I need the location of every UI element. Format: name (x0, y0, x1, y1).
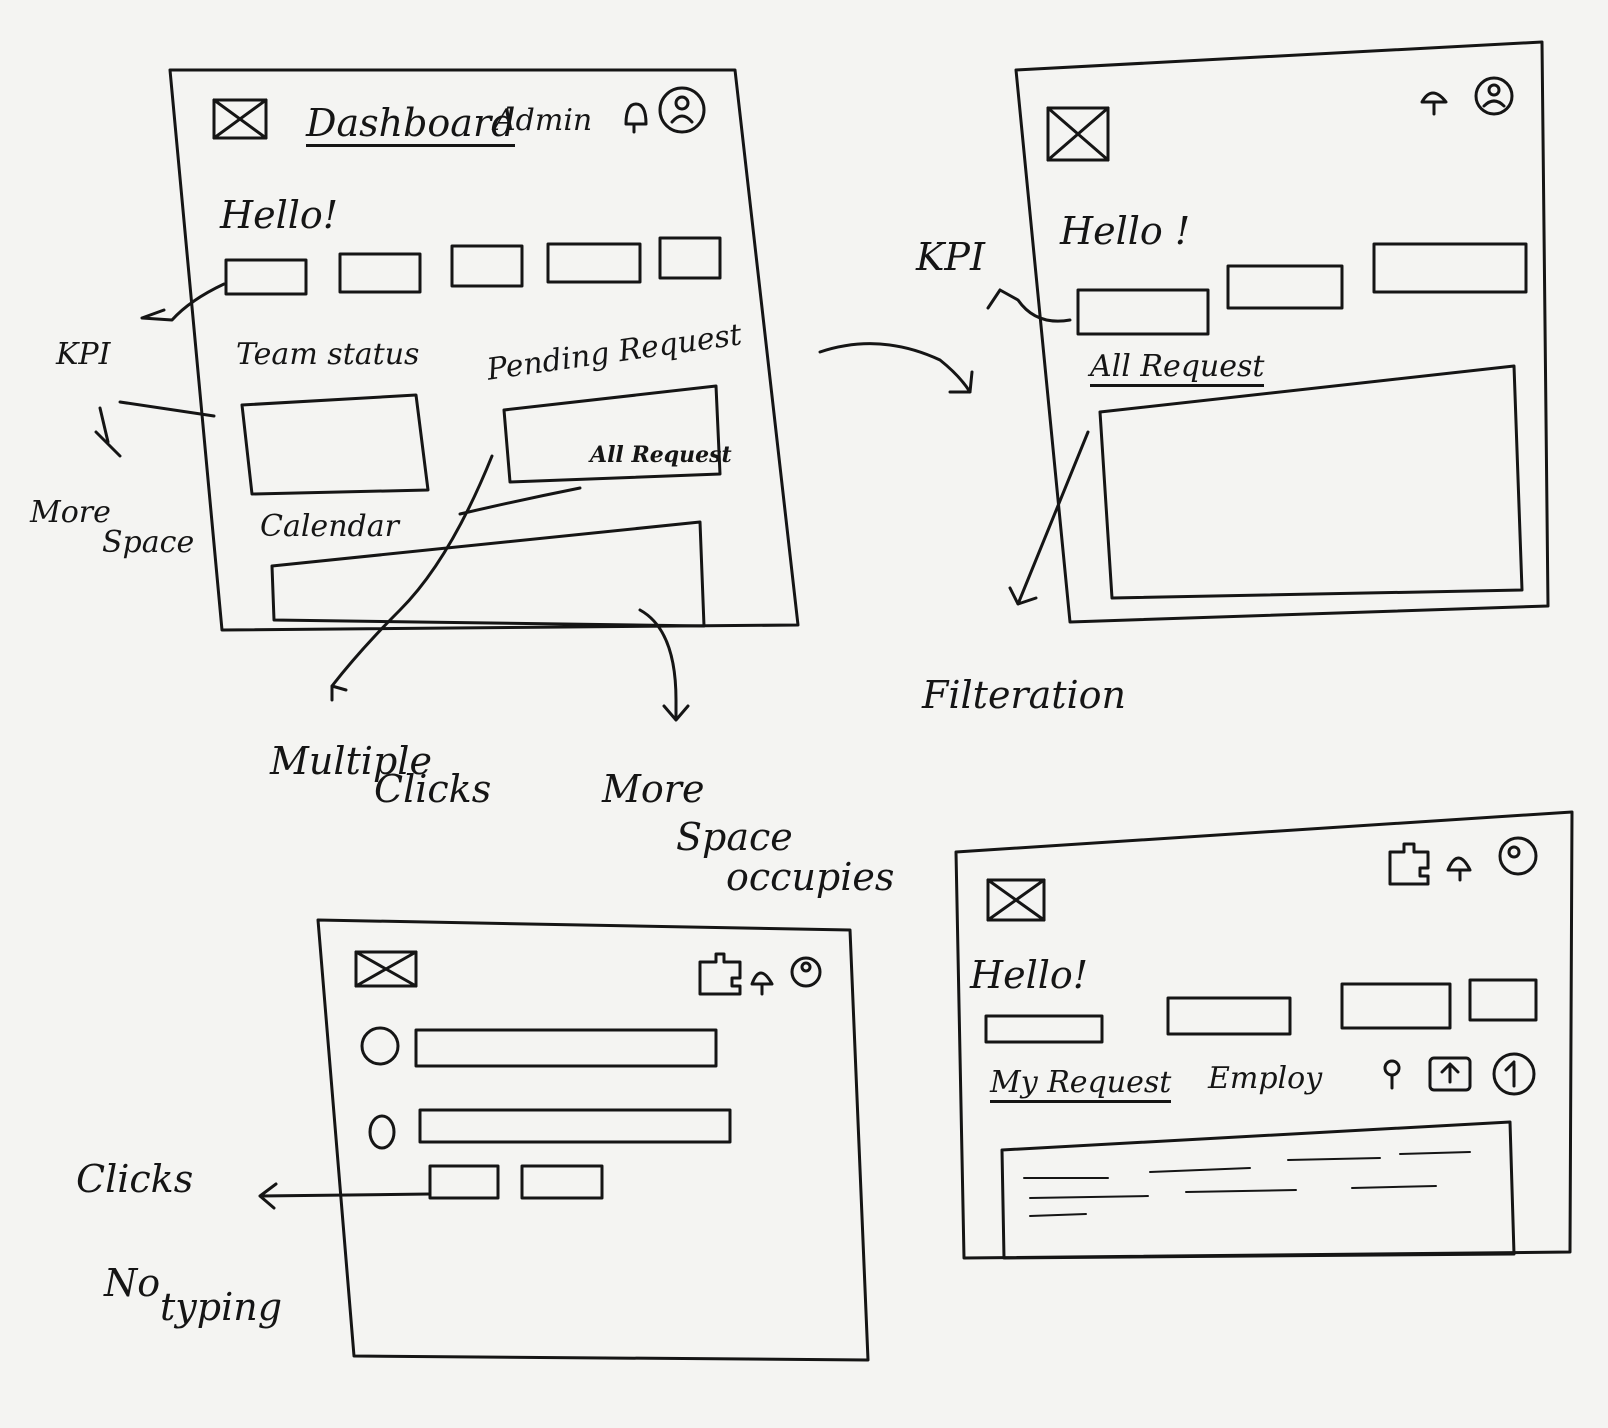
team-status-box (240, 393, 430, 496)
greeting: Hello! (220, 193, 339, 237)
add-icon (1492, 1052, 1536, 1096)
sketch-4-employee-view (954, 810, 1574, 1260)
puzzle-icon (1388, 842, 1430, 886)
all-request-tab: All Request (1090, 352, 1265, 387)
note-kpi: KPI (56, 337, 111, 372)
note-more-space-occupies: occupies (726, 855, 895, 899)
sketch-2-annotation-arrows (986, 288, 1090, 606)
sketch-3-frame (316, 918, 870, 1362)
sketch-1-annotation-arrows (94, 282, 690, 722)
greeting: Hello ! (1060, 209, 1191, 253)
kpi-card (1226, 264, 1344, 310)
note-multiple-clicks: Multiple (270, 739, 432, 783)
user-avatar-icon (658, 86, 706, 134)
note-no-typing: No (104, 1261, 161, 1305)
calendar-box (270, 520, 706, 628)
note-filteration: Filteration (922, 673, 1127, 717)
note-multiple-clicks: Clicks (374, 767, 492, 811)
sketch-1-dashboard (168, 68, 800, 632)
option-field (418, 1108, 732, 1144)
tab-employ: Employ (1208, 1061, 1323, 1096)
image-placeholder-icon (986, 878, 1046, 922)
kpi-cards (1076, 242, 1528, 336)
kpi-cards (984, 978, 1538, 1044)
user-avatar-icon (1474, 76, 1514, 116)
kpi-card (658, 236, 722, 280)
note-clicks: Clicks (76, 1157, 194, 1201)
kpi-card (546, 242, 642, 284)
note-more-space: More (30, 495, 111, 530)
tab-admin: Admin (494, 103, 593, 138)
image-placeholder-icon (212, 98, 268, 140)
tab-dashboard: Dashboard (306, 101, 516, 147)
sketch-2-request-view (1014, 40, 1550, 624)
kpi-card (1468, 978, 1538, 1022)
kpi-card (1340, 982, 1452, 1030)
kpi-card (224, 258, 308, 296)
employee-table-box (1000, 1120, 1516, 1260)
tab-my-request: My Request (990, 1068, 1172, 1103)
option-field (414, 1028, 718, 1068)
kpi-card (450, 244, 524, 288)
kpi-card (1076, 288, 1210, 336)
choice-button (520, 1164, 604, 1200)
bell-icon (1420, 91, 1448, 116)
connector-arrow (818, 342, 974, 394)
choice-button (428, 1164, 500, 1200)
requests-table-box (1098, 364, 1524, 600)
image-placeholder-icon (1046, 106, 1110, 162)
kpi-card (1372, 242, 1528, 294)
team-status-label: Team status (236, 337, 420, 372)
sketch-1-frame (168, 68, 800, 632)
upload-icon (1428, 1056, 1472, 1092)
table-rows (1023, 1151, 1471, 1217)
note-kpi: KPI (916, 235, 985, 279)
kpi-card (1166, 996, 1292, 1036)
note-no-typing: typing (160, 1285, 283, 1329)
kpi-card (338, 252, 422, 294)
pending-request-box (502, 384, 722, 484)
kpi-cards (224, 236, 722, 296)
search-icon (1383, 1059, 1401, 1090)
sketch-3-click-form (316, 918, 870, 1362)
radio-option (368, 1114, 396, 1150)
all-request-link: All Request (590, 442, 732, 468)
calendar-label: Calendar (260, 509, 399, 544)
sketch-4-frame (954, 810, 1574, 1260)
bell-icon (750, 971, 774, 996)
note-more-space-occupies: More (602, 767, 705, 811)
user-avatar-icon (790, 956, 822, 988)
radio-option (360, 1026, 400, 1066)
sketch-2-frame (1014, 40, 1550, 624)
user-avatar-icon (1498, 836, 1538, 876)
kpi-card (984, 1014, 1104, 1044)
bell-icon (624, 102, 648, 134)
image-placeholder-icon (354, 950, 418, 988)
sketch-3-annotation-arrow (258, 1182, 432, 1210)
note-more-space-occupies: Space (676, 815, 793, 859)
greeting: Hello! (970, 953, 1089, 997)
note-more-space: Space (102, 525, 195, 560)
bell-icon (1446, 856, 1472, 882)
puzzle-icon (698, 952, 742, 996)
